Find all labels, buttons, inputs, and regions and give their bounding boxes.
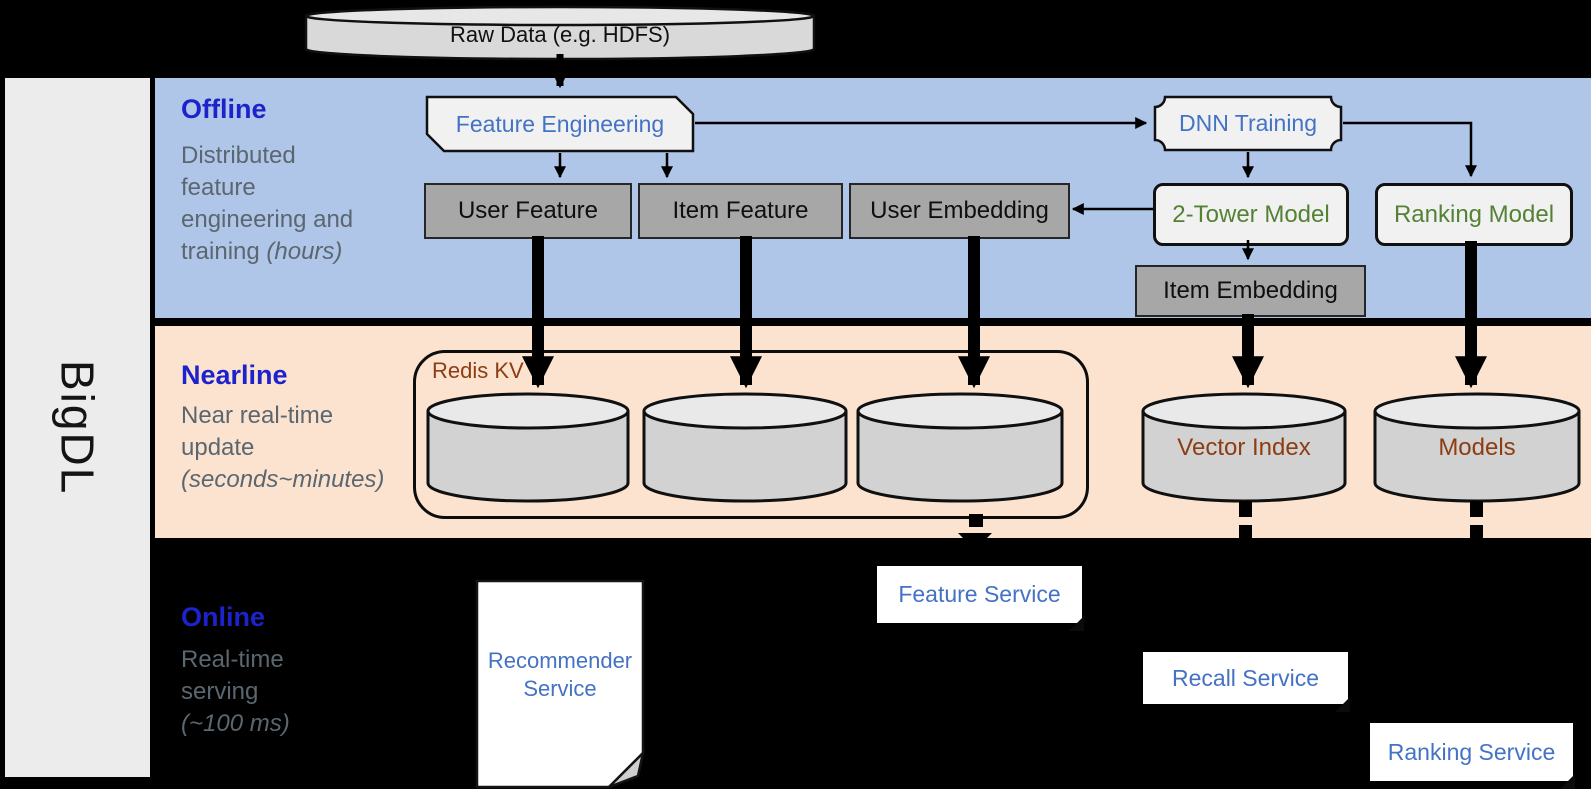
node-raw-data-store: Raw Data (e.g. HDFS)	[303, 4, 817, 62]
node-dnn-training: DNN Training	[1153, 95, 1343, 152]
node-feature-service: Feature Service	[877, 566, 1084, 631]
document-shape	[475, 579, 645, 789]
page-fold-icon	[1335, 697, 1350, 712]
redis-kv-label: Redis KV	[432, 358, 524, 383]
redis-shard-cylinder	[641, 390, 849, 506]
node-models: Models	[1372, 390, 1582, 506]
node-label: DNN Training	[1178, 110, 1318, 136]
redis-shard-cylinder	[855, 390, 1065, 506]
node-label: Models	[1438, 434, 1516, 461]
online-section-subtitle: Real-time serving (~100 ms)	[181, 646, 290, 737]
cylinder-shape	[1141, 392, 1347, 503]
node-two-tower-model: 2-Tower Model	[1153, 183, 1349, 246]
node-label: Feature Service	[898, 581, 1061, 607]
node-label: Recommender Service	[487, 648, 633, 701]
offline-section-title: Offline	[181, 94, 267, 124]
page-fold-icon	[1069, 616, 1084, 631]
node-label: 2-Tower Model	[1172, 200, 1330, 228]
node-user-feature: User Feature	[424, 183, 632, 239]
cylinder-shape	[1373, 392, 1581, 503]
node-label: Ranking Service	[1387, 738, 1556, 765]
cylinder-shape	[642, 392, 848, 503]
offline-section-subtitle: Distributed feature engineering and trai…	[181, 142, 354, 265]
bigdl-sidebar: BigDL	[5, 78, 150, 777]
node-label: Ranking Model	[1393, 200, 1555, 228]
bigdl-logo-text: BigDL	[51, 359, 104, 496]
cylinder-shape	[426, 392, 630, 503]
cylinder-shape	[304, 5, 816, 61]
node-ranking-service: Ranking Service	[1370, 723, 1575, 789]
node-user-embedding: User Embedding	[849, 183, 1070, 239]
redis-shard-cylinder	[425, 390, 632, 506]
node-label: Raw Data (e.g. HDFS)	[449, 22, 671, 47]
node-label: Feature Engineering	[455, 110, 665, 137]
node-item-feature: Item Feature	[638, 183, 843, 239]
node-vector-index: Vector Index	[1140, 390, 1348, 506]
node-label: Item Feature	[672, 197, 809, 224]
node-item-embedding: Item Embedding	[1135, 265, 1366, 317]
node-ranking-model: Ranking Model	[1375, 183, 1573, 246]
page-fold-icon	[1560, 774, 1575, 789]
cylinder-shape	[856, 392, 1064, 503]
nearline-section-title: Nearline	[181, 360, 288, 390]
chamfered-box-shape	[425, 95, 695, 153]
node-label: User Feature	[457, 197, 599, 224]
node-recall-service: Recall Service	[1143, 652, 1350, 712]
node-label: Vector Index	[1177, 434, 1311, 461]
node-label: Recall Service	[1172, 664, 1319, 691]
nearline-section-subtitle: Near real-time update (seconds~minutes)	[181, 402, 385, 493]
node-recommender-service: Recommender Service	[475, 579, 645, 789]
node-label: User Embedding	[870, 197, 1049, 224]
node-feature-engineering: Feature Engineering	[425, 95, 695, 153]
node-label: Item Embedding	[1163, 277, 1338, 304]
plaque-shape	[1153, 95, 1343, 152]
online-section-title: Online	[181, 602, 266, 632]
